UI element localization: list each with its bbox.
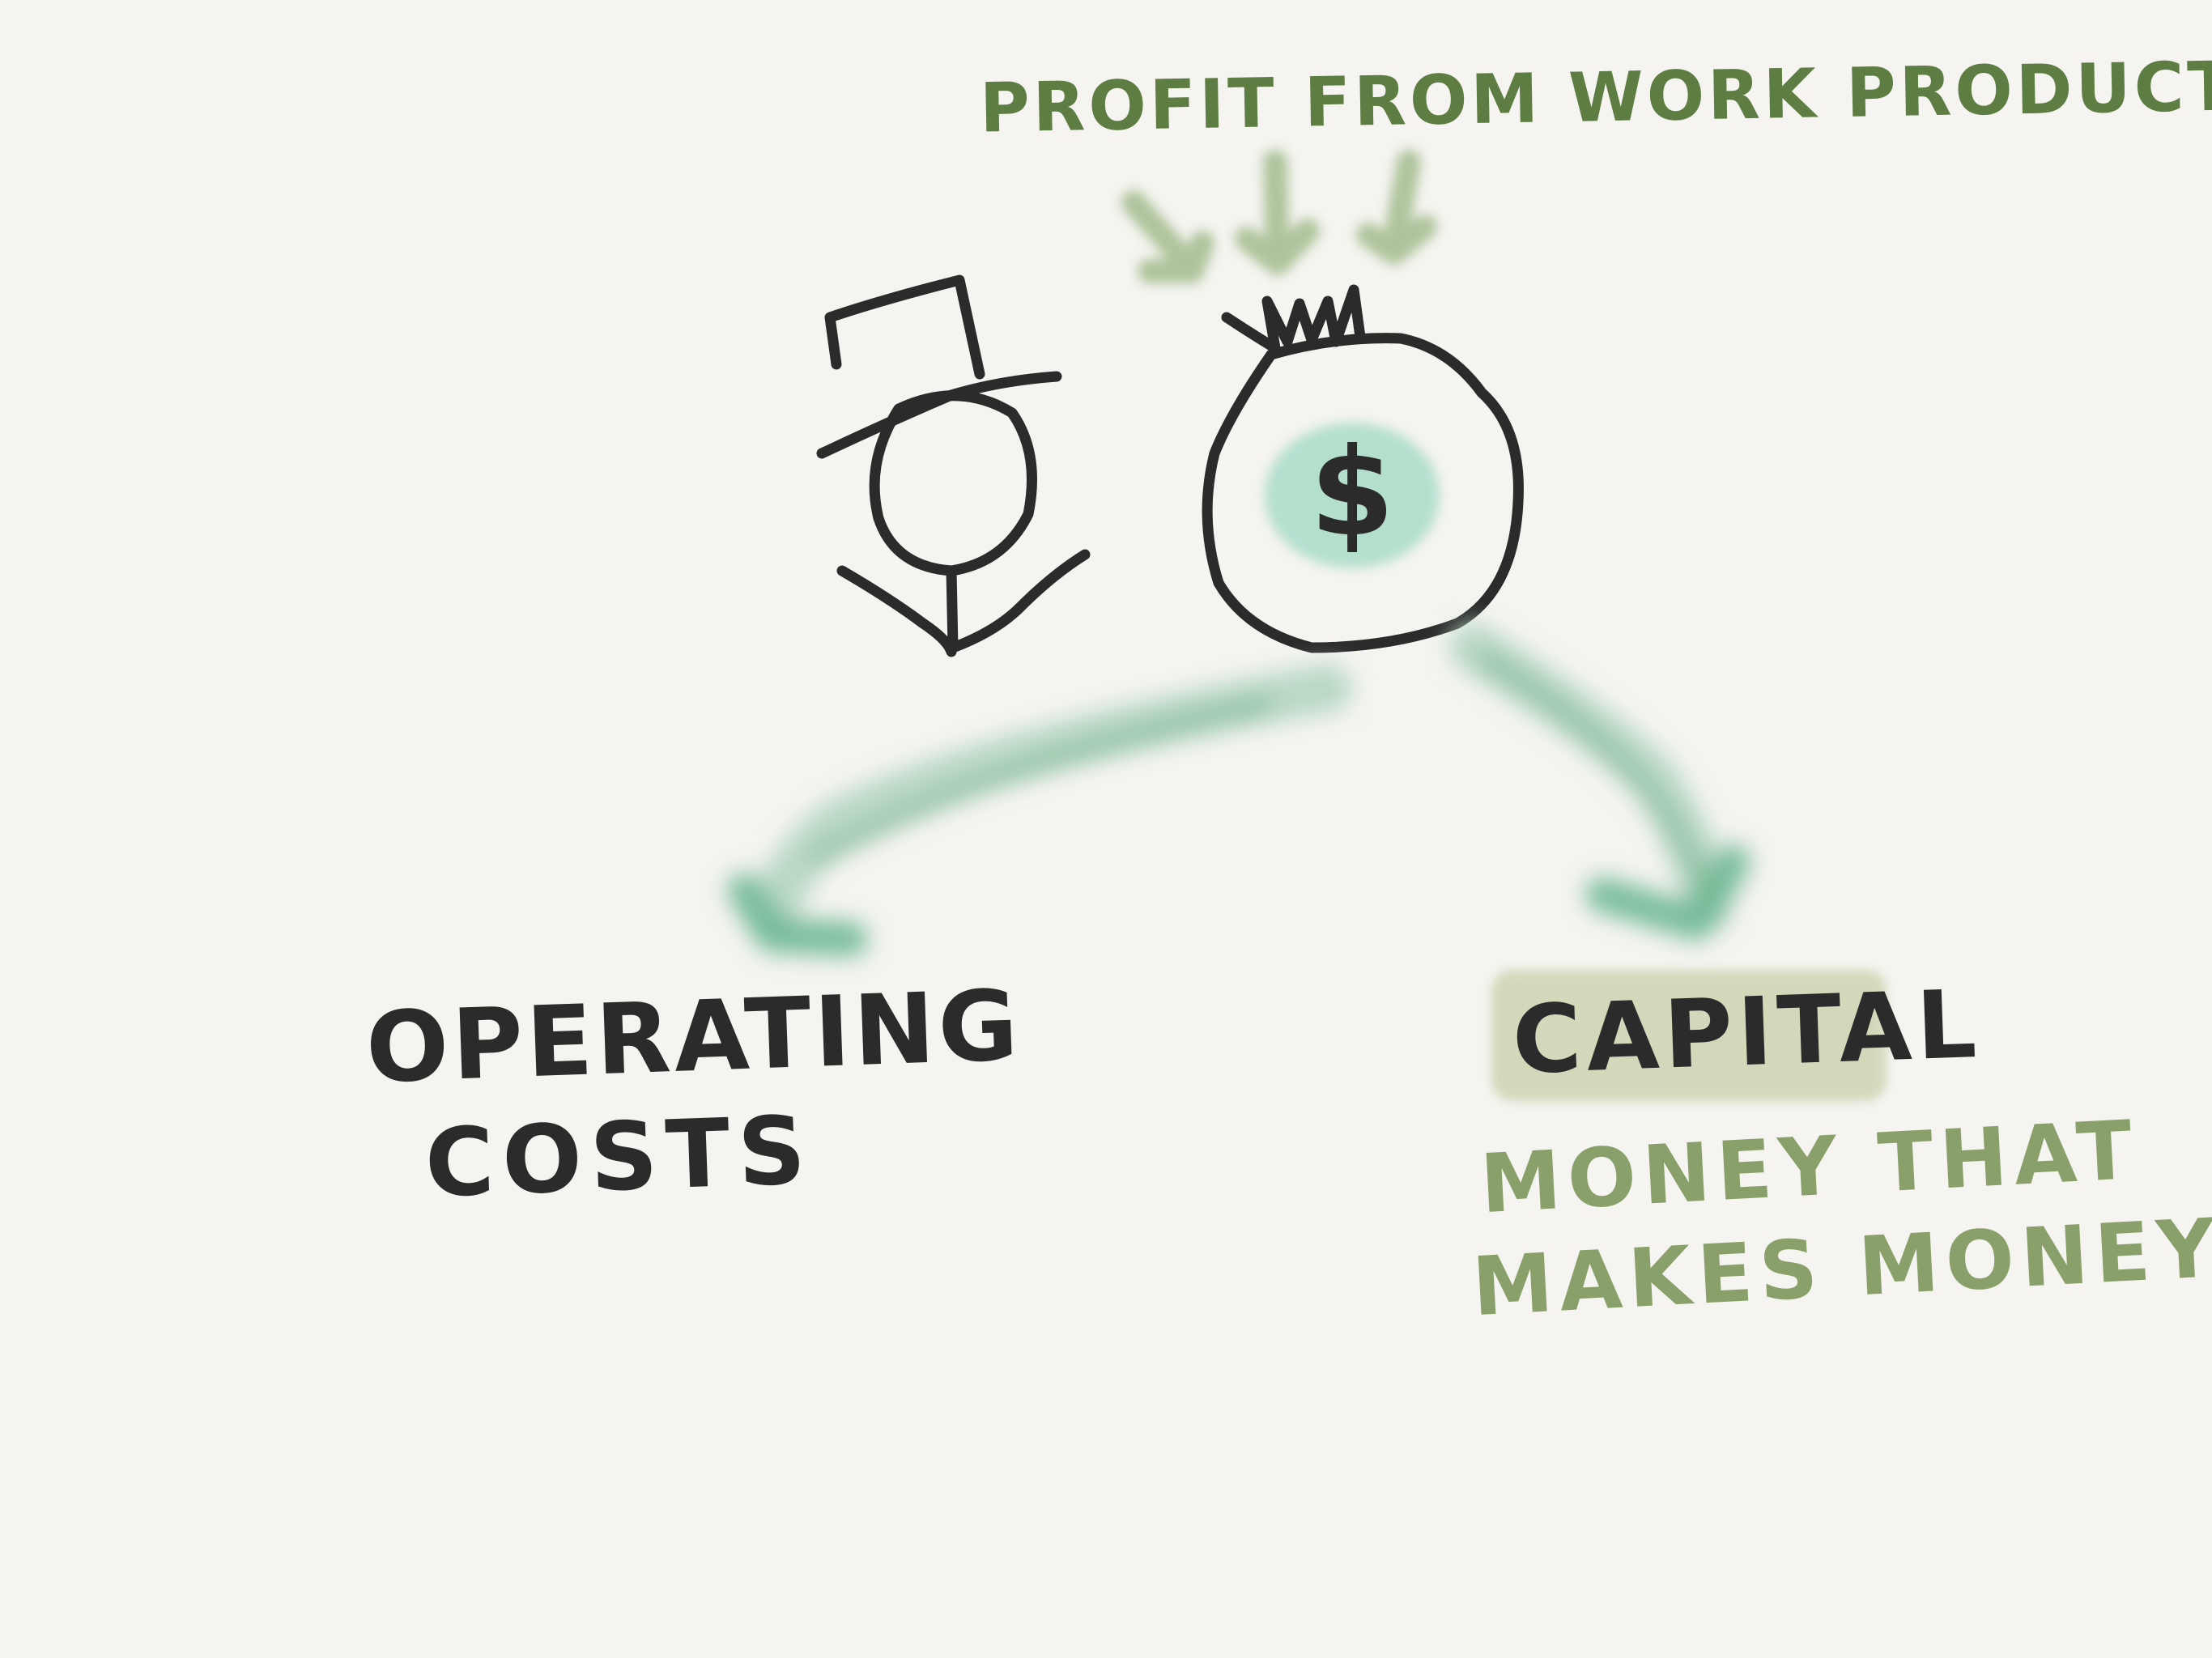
operating-costs-label-line2: Costs [423,1095,816,1219]
bag-body [1202,333,1524,653]
body-right [947,549,1091,653]
capital-label: Capital [1510,969,1984,1096]
top-hat-crown [824,274,985,380]
operating-costs-label-line1: Operating [364,969,1023,1106]
incoming-arrow-middle-icon [1235,150,1320,275]
money-bag-icon: $ [1202,284,1524,653]
arrow-to-operating-costs-icon [727,664,1352,957]
incoming-arrow-right-icon [1356,150,1437,265]
arrow-to-capital-icon [1449,623,1750,941]
dollar-splash [1265,423,1440,568]
capital-highlight [1491,970,1887,1101]
body-neck [946,565,959,653]
incoming-arrows [1121,150,1437,283]
body-left [836,565,957,657]
head [869,390,1037,576]
man-with-top-hat-icon [816,274,1091,657]
dollar-sign: $ [1310,423,1394,563]
profit-from-work-product-label: Profit from work product [979,46,2212,148]
bag-tie [1221,284,1366,354]
incoming-arrow-left-icon [1121,190,1214,283]
